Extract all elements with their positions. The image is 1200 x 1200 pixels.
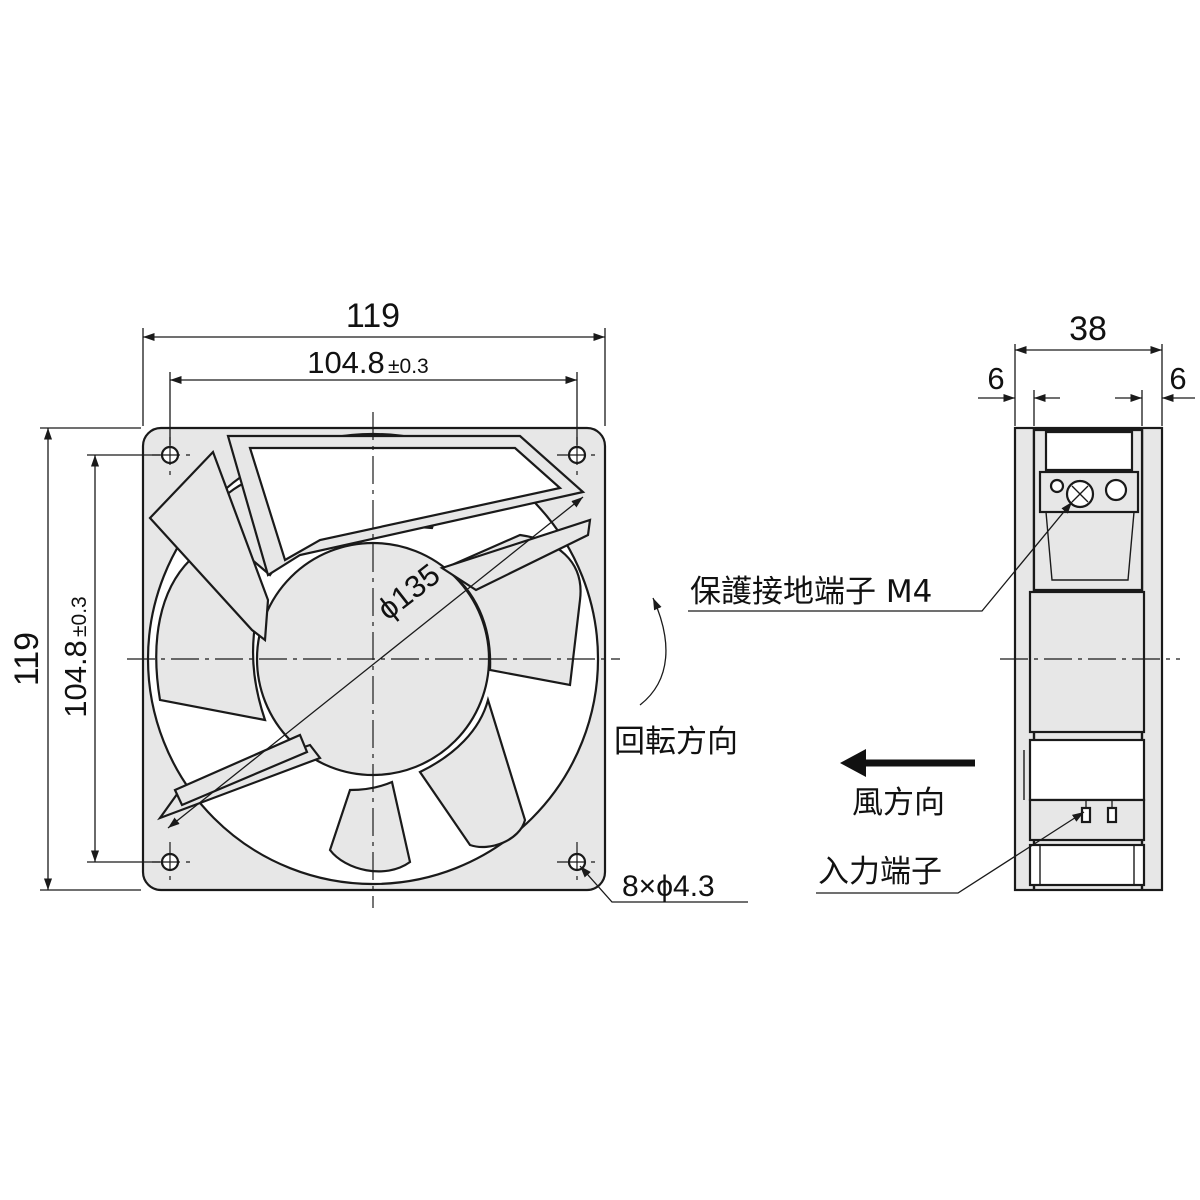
motor-section	[1028, 590, 1146, 734]
input-terminal-pin-a	[1080, 806, 1092, 824]
ground-symbol-icon	[1049, 478, 1065, 494]
overall-height-label: 119	[8, 632, 46, 686]
airflow-arrowhead-icon	[840, 749, 866, 777]
hole-pitch-height-tol: ±0.3	[68, 596, 91, 637]
hole-pitch-width-label: 104.8	[307, 345, 385, 380]
left-flange-label: 6	[987, 361, 1004, 396]
ground-terminal-label: 保護接地端子 M4	[690, 574, 932, 610]
mounting-holes-label: 8×ϕ4.3	[622, 870, 715, 903]
rotation-direction-label: 回転方向	[614, 724, 738, 760]
terminal-ring	[1104, 478, 1128, 502]
front-view	[40, 328, 748, 908]
hole-pitch-height-label: 104.8	[58, 640, 93, 718]
airflow-direction-label: 風方向	[852, 785, 945, 821]
right-flange-label: 6	[1169, 361, 1186, 396]
overall-width-label: 119	[346, 297, 400, 335]
side-view	[688, 344, 1195, 894]
lower-housing	[1028, 738, 1146, 802]
input-terminal-pin-b	[1106, 806, 1118, 824]
hole-pitch-width-tol: ±0.3	[388, 355, 429, 378]
depth-label: 38	[1069, 310, 1107, 348]
rotation-arrow	[639, 597, 667, 706]
input-terminal-label: 入力端子	[818, 854, 942, 890]
